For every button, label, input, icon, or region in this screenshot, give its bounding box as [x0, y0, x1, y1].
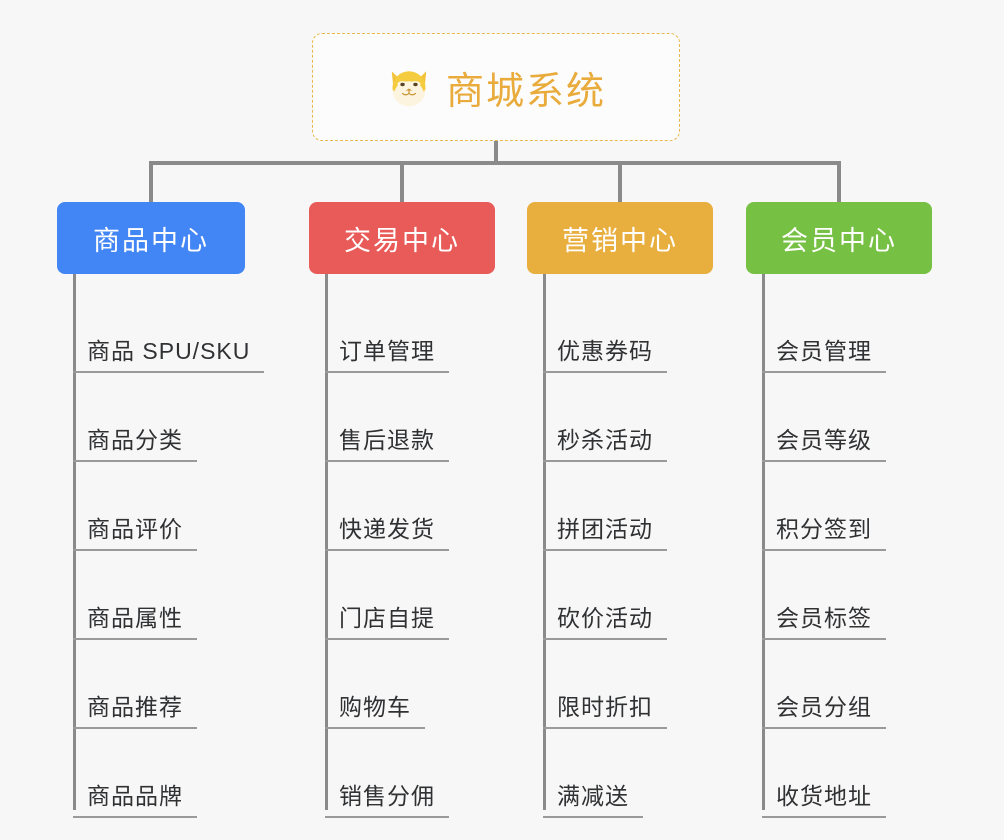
- list-item-label: 拼团活动: [543, 510, 667, 551]
- list-item[interactable]: 商品推荐: [57, 640, 245, 729]
- list-item-label: 商品评价: [73, 510, 197, 551]
- branch-column-1: 交易中心 订单管理 售后退款 快递发货 门店自提 购物车 销售分佣: [309, 202, 495, 818]
- category-label-3: 会员中心: [781, 225, 897, 256]
- connector-horizontal-bus: [149, 161, 841, 165]
- dog-face-icon: [386, 64, 432, 110]
- branch-column-0: 商品中心 商品 SPU/SKU 商品分类 商品评价 商品属性 商品推荐 商品品牌: [57, 202, 265, 818]
- list-item[interactable]: 会员分组: [746, 640, 932, 729]
- list-item[interactable]: 收货地址: [746, 729, 932, 818]
- category-box-2[interactable]: 营销中心: [527, 202, 713, 274]
- list-item[interactable]: 拼团活动: [527, 462, 713, 551]
- list-item-label: 售后退款: [325, 421, 449, 462]
- list-item-label: 收货地址: [762, 777, 886, 818]
- list-item-label: 门店自提: [325, 599, 449, 640]
- list-item[interactable]: 商品属性: [57, 551, 245, 640]
- list-item[interactable]: 购物车: [309, 640, 495, 729]
- category-box-0[interactable]: 商品中心: [57, 202, 245, 274]
- branch-spine-0: [73, 274, 76, 810]
- list-item[interactable]: 快递发货: [309, 462, 495, 551]
- list-item[interactable]: 秒杀活动: [527, 373, 713, 462]
- list-item-label: 秒杀活动: [543, 421, 667, 462]
- list-item[interactable]: 限时折扣: [527, 640, 713, 729]
- list-item[interactable]: 销售分佣: [309, 729, 495, 818]
- branch-column-2: 营销中心 优惠券码 秒杀活动 拼团活动 砍价活动 限时折扣 满减送: [527, 202, 713, 818]
- list-item[interactable]: 积分签到: [746, 462, 932, 551]
- item-list-3: 会员管理 会员等级 积分签到 会员标签 会员分组 收货地址: [746, 274, 932, 818]
- category-box-3[interactable]: 会员中心: [746, 202, 932, 274]
- list-item[interactable]: 会员管理: [746, 284, 932, 373]
- list-item[interactable]: 商品分类: [57, 373, 245, 462]
- list-item[interactable]: 门店自提: [309, 551, 495, 640]
- branch-spine-2: [543, 274, 546, 810]
- list-item-label: 购物车: [325, 688, 425, 729]
- list-item-label: 满减送: [543, 777, 643, 818]
- category-label-2: 营销中心: [562, 225, 678, 256]
- item-list-1: 订单管理 售后退款 快递发货 门店自提 购物车 销售分佣: [309, 274, 495, 818]
- list-item-label: 快递发货: [325, 510, 449, 551]
- item-list-0: 商品 SPU/SKU 商品分类 商品评价 商品属性 商品推荐 商品品牌: [57, 274, 265, 818]
- list-item-label: 商品分类: [73, 421, 197, 462]
- list-item-label: 会员分组: [762, 688, 886, 729]
- category-label-1: 交易中心: [344, 225, 460, 256]
- list-item[interactable]: 会员等级: [746, 373, 932, 462]
- branch-spine-1: [325, 274, 328, 810]
- category-label-0: 商品中心: [93, 225, 209, 256]
- list-item-label: 会员标签: [762, 599, 886, 640]
- list-item-label: 优惠券码: [543, 332, 667, 373]
- connector-drop-0: [149, 161, 153, 202]
- connector-drop-3: [837, 161, 841, 202]
- list-item-label: 订单管理: [325, 332, 449, 373]
- list-item[interactable]: 商品品牌: [57, 729, 245, 818]
- category-box-1[interactable]: 交易中心: [309, 202, 495, 274]
- list-item-label: 会员管理: [762, 332, 886, 373]
- list-item[interactable]: 优惠券码: [527, 284, 713, 373]
- list-item[interactable]: 满减送: [527, 729, 713, 818]
- root-title: 商城系统: [445, 70, 606, 113]
- root-node[interactable]: 商城系统: [312, 33, 680, 141]
- branch-spine-3: [762, 274, 765, 810]
- list-item-label: 限时折扣: [543, 688, 667, 729]
- list-item-label: 销售分佣: [325, 777, 449, 818]
- list-item-label: 商品属性: [73, 599, 197, 640]
- branch-column-3: 会员中心 会员管理 会员等级 积分签到 会员标签 会员分组 收货地址: [746, 202, 932, 818]
- list-item-label: 砍价活动: [543, 599, 667, 640]
- list-item[interactable]: 订单管理: [309, 284, 495, 373]
- list-item[interactable]: 售后退款: [309, 373, 495, 462]
- list-item-label: 商品 SPU/SKU: [73, 332, 265, 373]
- connector-drop-2: [618, 161, 622, 202]
- list-item-label: 积分签到: [762, 510, 886, 551]
- list-item-label: 商品推荐: [73, 688, 197, 729]
- item-list-2: 优惠券码 秒杀活动 拼团活动 砍价活动 限时折扣 满减送: [527, 274, 713, 818]
- connector-drop-1: [400, 161, 404, 202]
- list-item[interactable]: 商品评价: [57, 462, 245, 551]
- list-item-label: 会员等级: [762, 421, 886, 462]
- list-item-label: 商品品牌: [73, 777, 197, 818]
- list-item[interactable]: 会员标签: [746, 551, 932, 640]
- connector-root-stem: [494, 141, 498, 163]
- list-item[interactable]: 砍价活动: [527, 551, 713, 640]
- list-item[interactable]: 商品 SPU/SKU: [57, 284, 265, 373]
